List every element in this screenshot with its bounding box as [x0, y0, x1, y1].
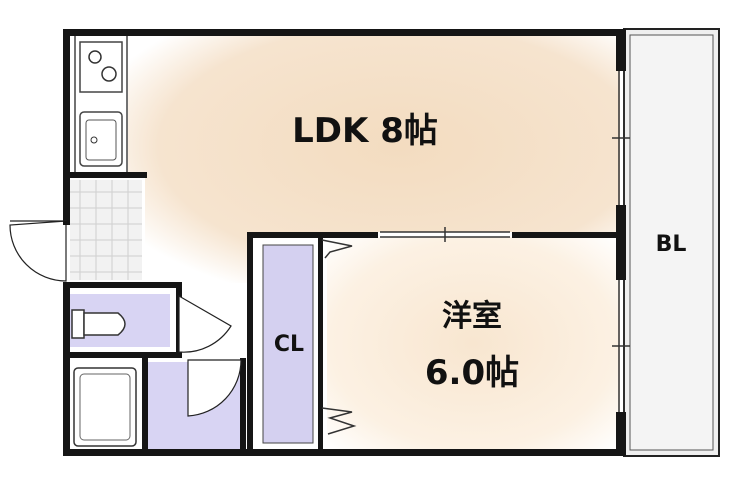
sink-icon — [79, 111, 123, 167]
entrance-door — [9, 220, 70, 282]
stove-burner-icon — [88, 50, 102, 64]
balcony-label: BL — [656, 232, 687, 257]
bath-door — [187, 359, 242, 417]
entrance-tiles — [70, 180, 142, 280]
toilet-icon — [71, 309, 126, 339]
closet-label: CL — [274, 332, 304, 357]
stove-burner-icon — [101, 66, 117, 82]
western-room-label-top: 洋室 — [442, 299, 502, 334]
kitchen-counter — [74, 34, 128, 176]
western-room-label-bottom: 6.0帖 — [425, 353, 519, 393]
sliding-door — [380, 227, 510, 242]
balcony — [623, 28, 720, 457]
walls — [63, 29, 626, 456]
western-room — [327, 237, 620, 450]
window-lower — [612, 280, 630, 412]
toilet-door — [178, 294, 232, 353]
closet-folding-door — [321, 239, 357, 435]
closet — [262, 244, 314, 444]
window-upper — [612, 71, 630, 205]
ldk-label: LDK 8帖 — [292, 111, 438, 151]
bathtub-icon — [73, 367, 137, 447]
ldk-room — [128, 35, 620, 283]
